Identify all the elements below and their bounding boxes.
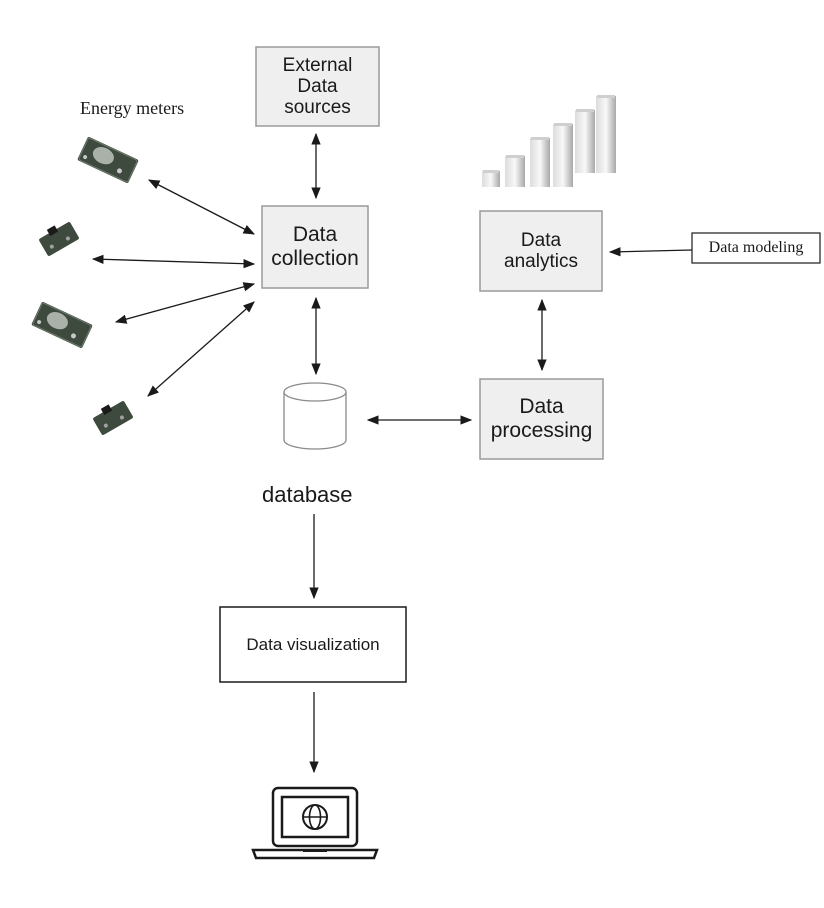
- processing-line-2: processing: [490, 419, 593, 442]
- processing-line-1: Data: [519, 395, 564, 419]
- data-collection-box: [261, 205, 369, 289]
- pcb-module-icon: [31, 302, 93, 348]
- pcb-module-icon: [39, 222, 79, 256]
- analytics-line-2: analytics: [504, 251, 578, 272]
- collection-line-2: collection: [271, 247, 359, 270]
- energy-meters-label: Energy meters: [80, 98, 185, 118]
- data-processing-box: [479, 378, 604, 460]
- external-line-1: External: [282, 54, 353, 76]
- database-cylinder-icon: [283, 382, 347, 450]
- data-modeling-box: [691, 232, 821, 264]
- analytics-line-1: Data: [520, 229, 562, 251]
- data-processing-label: Data processing: [480, 379, 603, 459]
- arrow-modeling-analytics: [608, 247, 693, 257]
- external-line-3: sources: [284, 97, 351, 119]
- arrow-meter1-collection: [147, 179, 256, 235]
- data-visualization-label: Data visualization: [246, 634, 380, 654]
- data-analytics-label: Data analytics: [480, 211, 602, 291]
- arrow-meter2-collection: [91, 254, 256, 269]
- pcb-module-icon: [77, 137, 139, 183]
- bar-growth-icon: [482, 95, 616, 187]
- laptop-globe-icon: [251, 786, 379, 860]
- arrow-meter4-collection: [147, 301, 255, 397]
- pcb-module-icon: [93, 401, 133, 435]
- data-collection-label: Data collection: [262, 206, 368, 288]
- data-modeling-label: Data modeling: [708, 239, 804, 257]
- data-visualization-box: [219, 606, 407, 683]
- arrow-meter3-collection: [114, 282, 256, 324]
- external-line-2: Data: [297, 75, 338, 97]
- external-data-sources-label: External Data sources: [256, 47, 379, 126]
- database-label: database: [262, 482, 353, 507]
- external-data-sources-box: [255, 46, 380, 127]
- data-analytics-box: [479, 210, 603, 292]
- collection-line-1: Data: [292, 223, 338, 247]
